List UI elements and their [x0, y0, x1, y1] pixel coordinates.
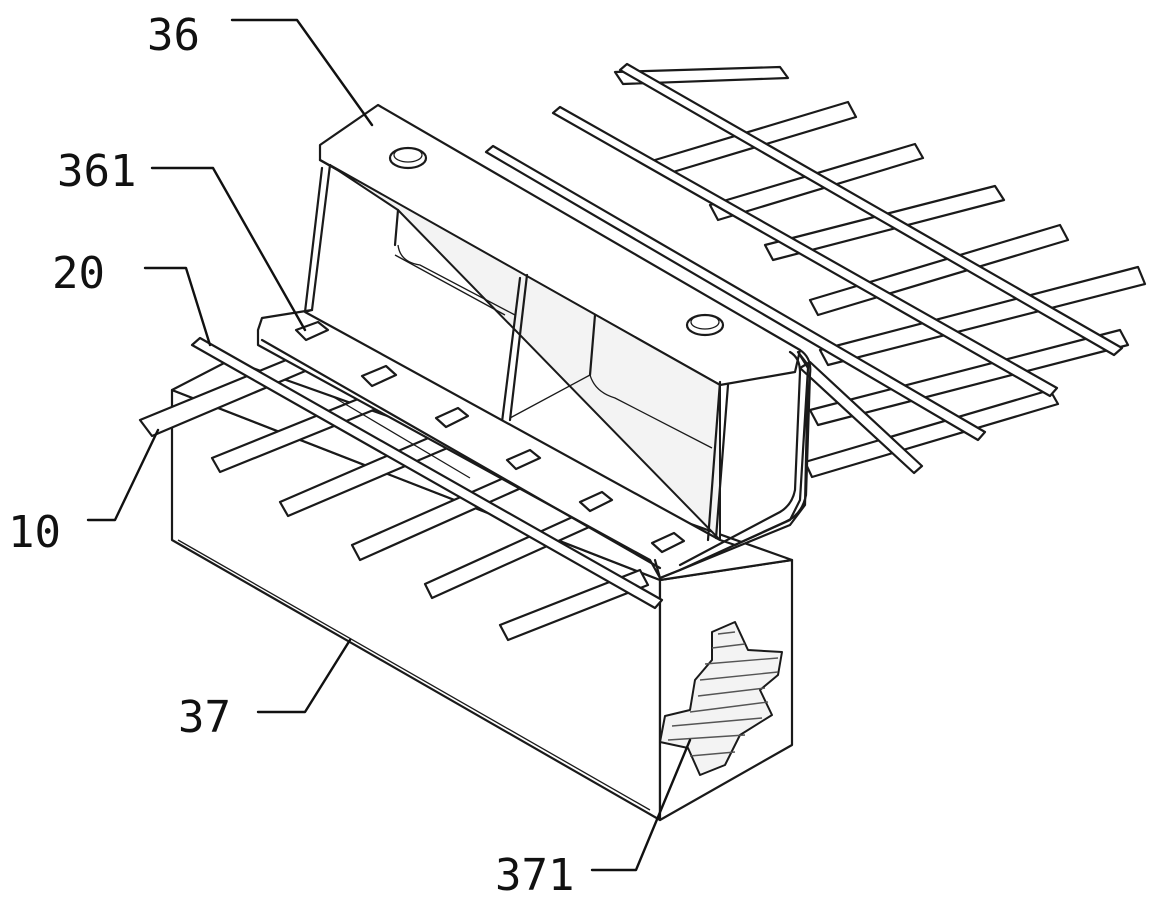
- label-36: 36: [147, 10, 200, 61]
- label-37: 37: [178, 692, 231, 743]
- bore-371: [659, 621, 783, 776]
- crossbar-20: [190, 336, 664, 610]
- label-10: 10: [8, 507, 61, 558]
- label-361-group: 361: [57, 146, 307, 332]
- bracket-36: [256, 103, 812, 580]
- label-36-group: 36: [147, 10, 374, 127]
- label-10-group: 10: [8, 428, 160, 558]
- right-grid-crossbars: [484, 62, 1124, 475]
- label-20-group: 20: [52, 248, 212, 347]
- label-361: 361: [57, 146, 136, 197]
- label-20: 20: [52, 248, 105, 299]
- label-37-group: 37: [178, 638, 352, 743]
- label-371: 371: [495, 850, 574, 901]
- base-slots-361: [294, 320, 686, 554]
- label-371-group: 371: [495, 738, 692, 901]
